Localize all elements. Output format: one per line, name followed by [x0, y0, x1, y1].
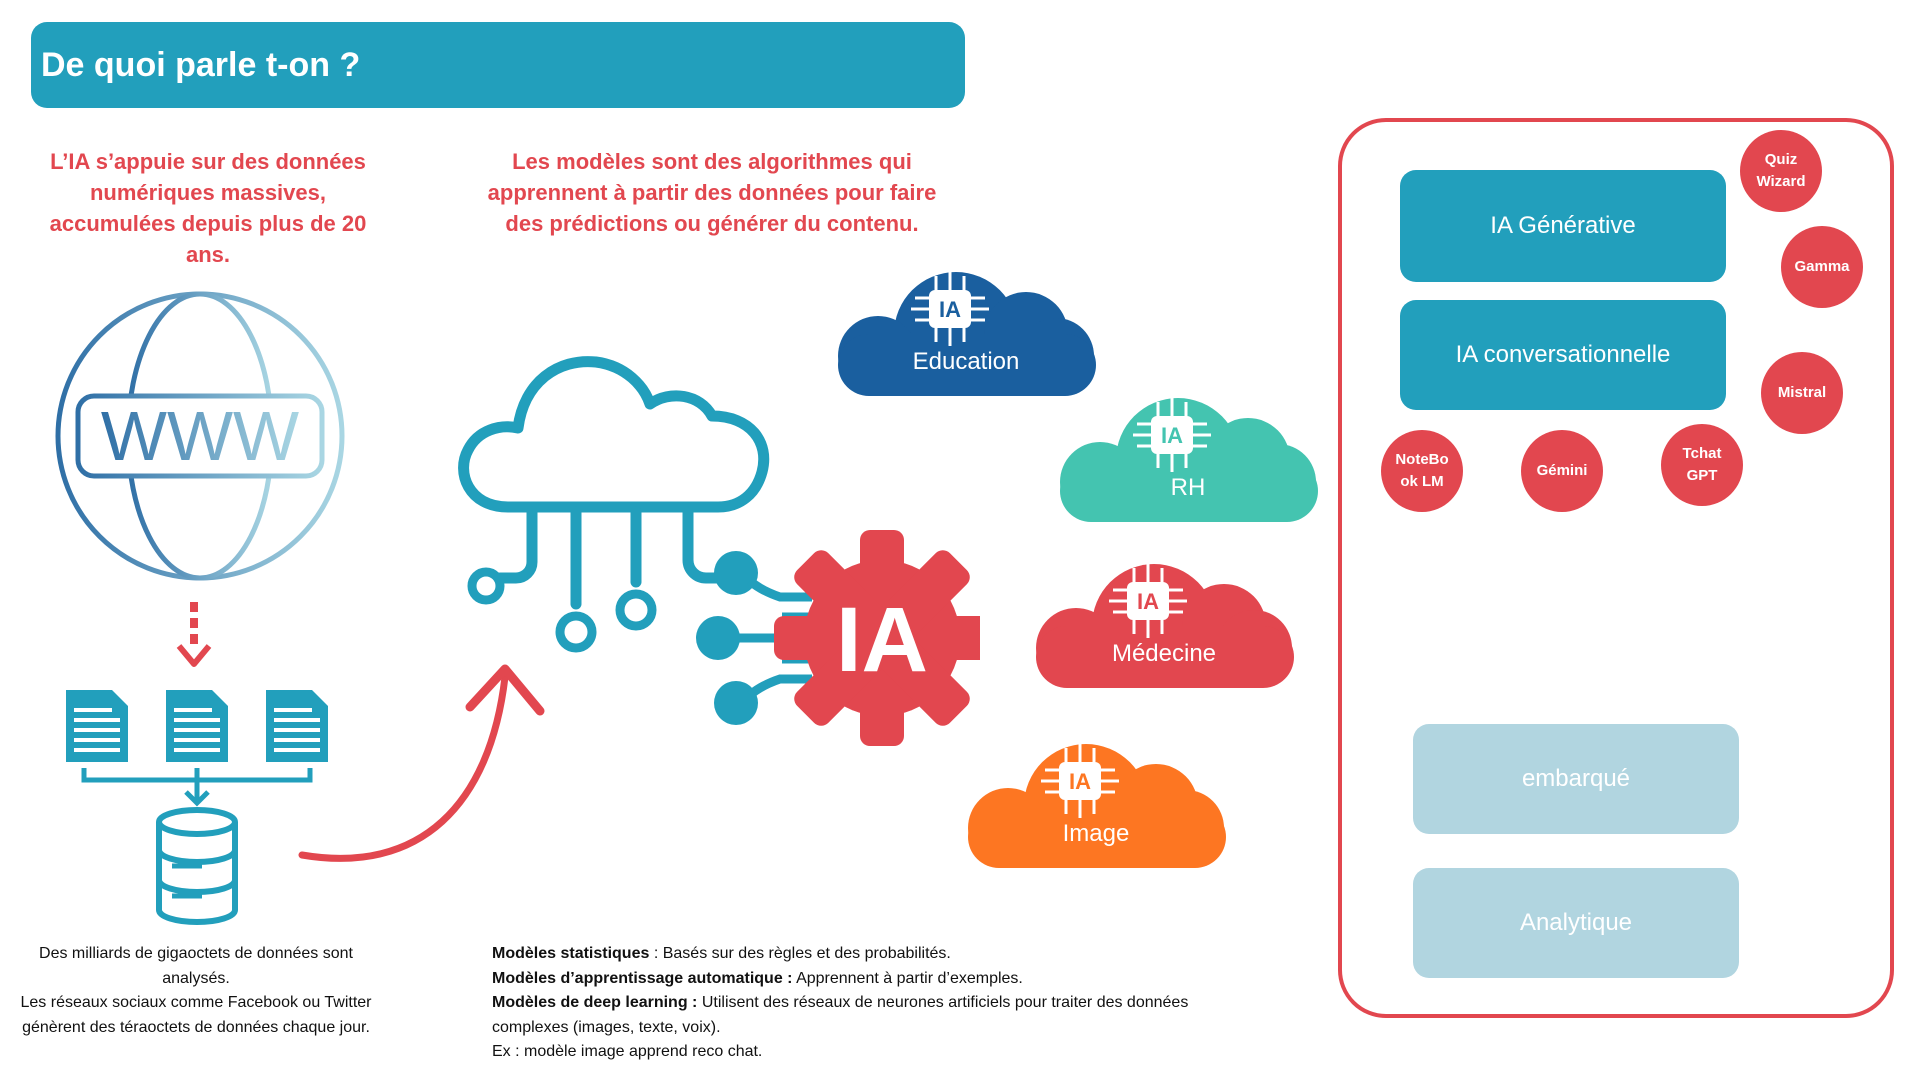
- cloud-rh-badge: IA: [1161, 423, 1183, 448]
- cloud-network-icon: [458, 356, 770, 653]
- intro-data-text: L’IA s’appuie sur des données numériques…: [49, 149, 367, 267]
- category-analytique: Analytique: [1413, 868, 1739, 978]
- model-item: Modèles de deep learning : Utilisent des…: [492, 991, 1212, 1040]
- cloud-medecine: IA Médecine: [1034, 556, 1296, 688]
- model-desc: Basés sur des règles et des probabilités…: [662, 945, 951, 962]
- model-item: Modèles d’apprentissage automatique : Ap…: [492, 967, 1212, 992]
- models-caption: Modèles statistiques : Basés sur des règ…: [492, 942, 1212, 1065]
- globe-www-label: WWW: [101, 397, 299, 475]
- ai-types-panel: [1338, 118, 1894, 1018]
- tool-gamma: Gamma: [1781, 226, 1863, 308]
- cloud-education-label: Education: [912, 348, 1020, 375]
- cloud-image-badge: IA: [1069, 769, 1091, 794]
- tool-mistral: Mistral: [1761, 352, 1843, 434]
- model-item: Modèles statistiques : Basés sur des règ…: [492, 945, 951, 962]
- cloud-rh-label: RH: [1170, 474, 1206, 501]
- model-example: Ex : modèle image apprend reco chat.: [492, 1043, 763, 1060]
- tool-tchat-gpt: Tchat GPT: [1661, 424, 1743, 506]
- category-embarque: embarqué: [1413, 724, 1739, 834]
- curved-arrow-icon: [298, 664, 545, 862]
- ai-gear-icon: IA: [696, 530, 980, 746]
- intro-models-text: Les modèles sont des algorithmes qui app…: [487, 149, 937, 236]
- cloud-education: IA Education: [836, 264, 1098, 396]
- category-ia-conversationnelle: IA conversationnelle: [1400, 300, 1726, 410]
- model-term: Modèles d’apprentissage automatique :: [492, 969, 793, 987]
- tool-quiz-wizard: Quiz Wizard: [1740, 130, 1822, 212]
- cloud-education-badge: IA: [939, 297, 961, 322]
- category-ia-generative: IA Générative: [1400, 170, 1726, 282]
- data-caption-line: Des milliards de gigaoctets de données s…: [39, 945, 353, 987]
- documents-database-icon: [66, 690, 328, 925]
- data-caption: Des milliards de gigaoctets de données s…: [16, 942, 376, 1040]
- cloud-rh-shape: IA: [1060, 398, 1318, 522]
- globe-www-icon: WWW: [55, 291, 345, 581]
- model-desc: Utilisent des réseaux de neurones artifi…: [492, 994, 1189, 1036]
- model-term: Modèles statistiques: [492, 945, 650, 962]
- cloud-medecine-label: Médecine: [1111, 640, 1217, 667]
- cloud-rh: IA RH: [1058, 390, 1320, 522]
- data-caption-line: Les réseaux sociaux comme Facebook ou Tw…: [20, 994, 372, 1036]
- cloud-image: IA Image: [966, 736, 1228, 868]
- model-desc: Apprennent à partir d’exemples.: [796, 969, 1023, 987]
- model-term: Modèles de deep learning :: [492, 994, 698, 1011]
- cloud-image-shape: IA: [968, 744, 1226, 868]
- page-title: De quoi parle t-on ?: [31, 22, 965, 108]
- cloud-image-label: Image: [1062, 820, 1130, 847]
- tool-gemini: Gémini: [1521, 430, 1603, 512]
- gear-ia-label: IA: [836, 589, 928, 691]
- cloud-education-shape: IA: [838, 272, 1096, 396]
- cloud-medecine-badge: IA: [1137, 589, 1159, 614]
- cloud-medecine-shape: IA: [1036, 564, 1294, 688]
- tool-notebook-lm: NoteBo ok LM: [1381, 430, 1463, 512]
- dashed-arrow-icon: [176, 602, 212, 667]
